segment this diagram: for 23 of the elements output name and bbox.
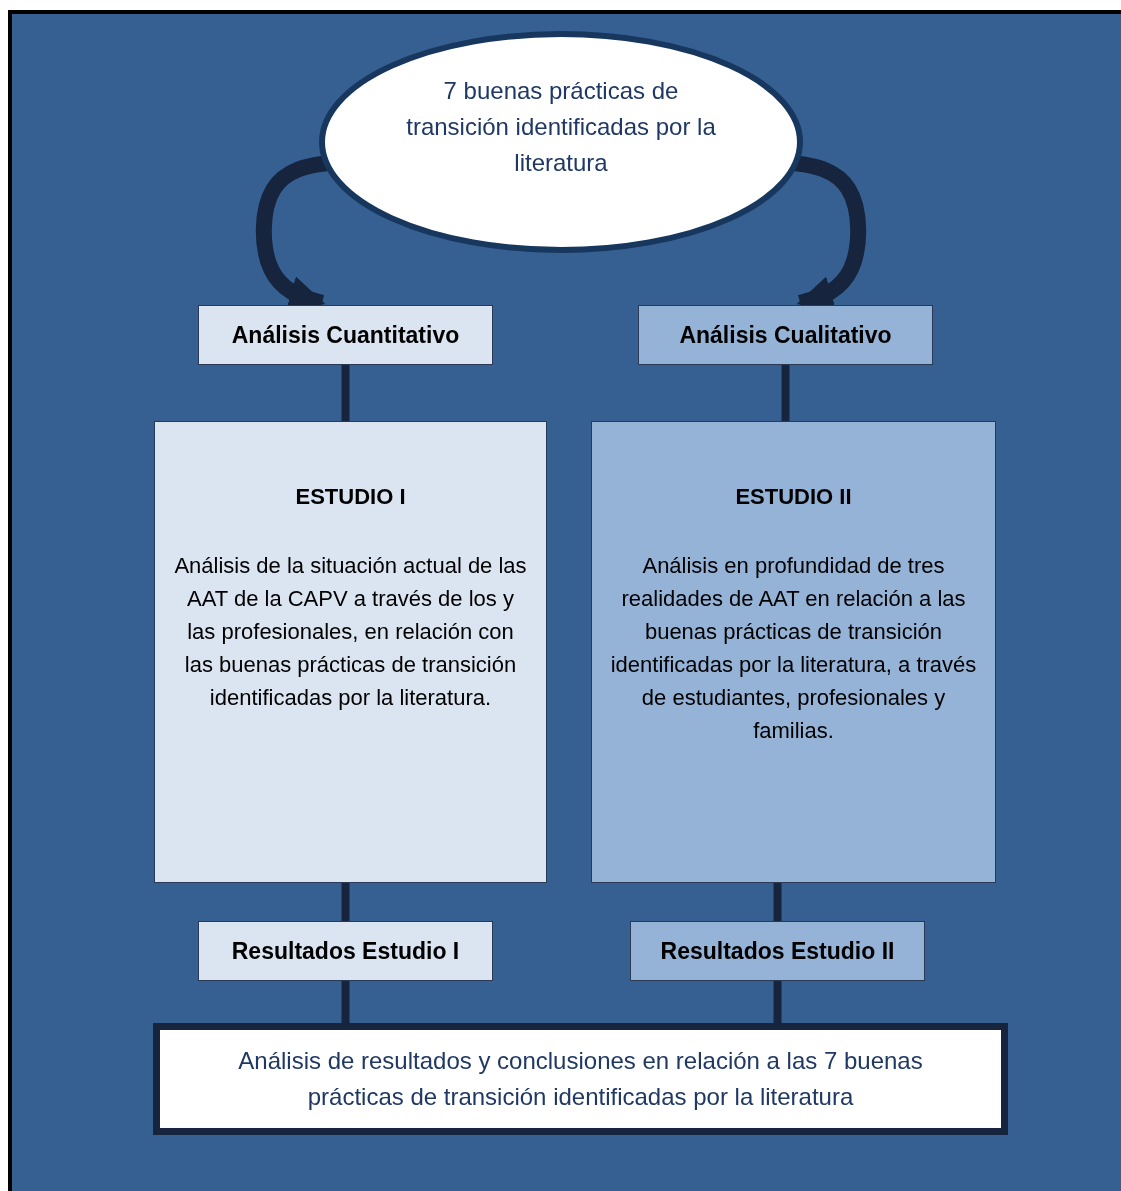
connector-line	[773, 883, 782, 921]
connector-line	[341, 365, 350, 421]
node-label: Análisis de resultados y conclusiones en relación a las 7 buenas prácticas de transición identificadas por la literatura	[237, 1046, 924, 1112]
study-heading: ESTUDIO I	[295, 483, 406, 511]
node-label: Análisis Cualitativo	[679, 320, 892, 350]
study-box	[154, 421, 547, 883]
node-label: Resultados Estudio I	[231, 936, 460, 966]
conclusion-box	[153, 1023, 1008, 1135]
study-box	[591, 421, 996, 883]
node-label: 7 buenas prácticas de transición identificadas por la literatura	[405, 76, 717, 178]
study-heading: ESTUDIO II	[735, 483, 852, 511]
connector-line	[773, 981, 782, 1023]
result-box	[630, 921, 925, 981]
node-label: Análisis Cuantitativo	[231, 320, 460, 350]
connector-line	[341, 981, 350, 1023]
connector-line	[781, 365, 790, 421]
study-description: Análisis de la situación actual de las AAT de la CAPV a través de los y las profesionales, en relación con las buenas prácticas de transición identificadas por la literatura.	[173, 552, 528, 712]
method-box	[638, 305, 933, 365]
node-label: Resultados Estudio II	[660, 936, 895, 966]
method-box	[198, 305, 493, 365]
result-box	[198, 921, 493, 981]
study-description: Análisis en profundidad de tres realidades de AAT en relación a las buenas prácticas de transición identificadas por la literatura, a través de estudiantes, profesionales y familias.	[610, 552, 977, 745]
connector-line	[341, 883, 350, 921]
